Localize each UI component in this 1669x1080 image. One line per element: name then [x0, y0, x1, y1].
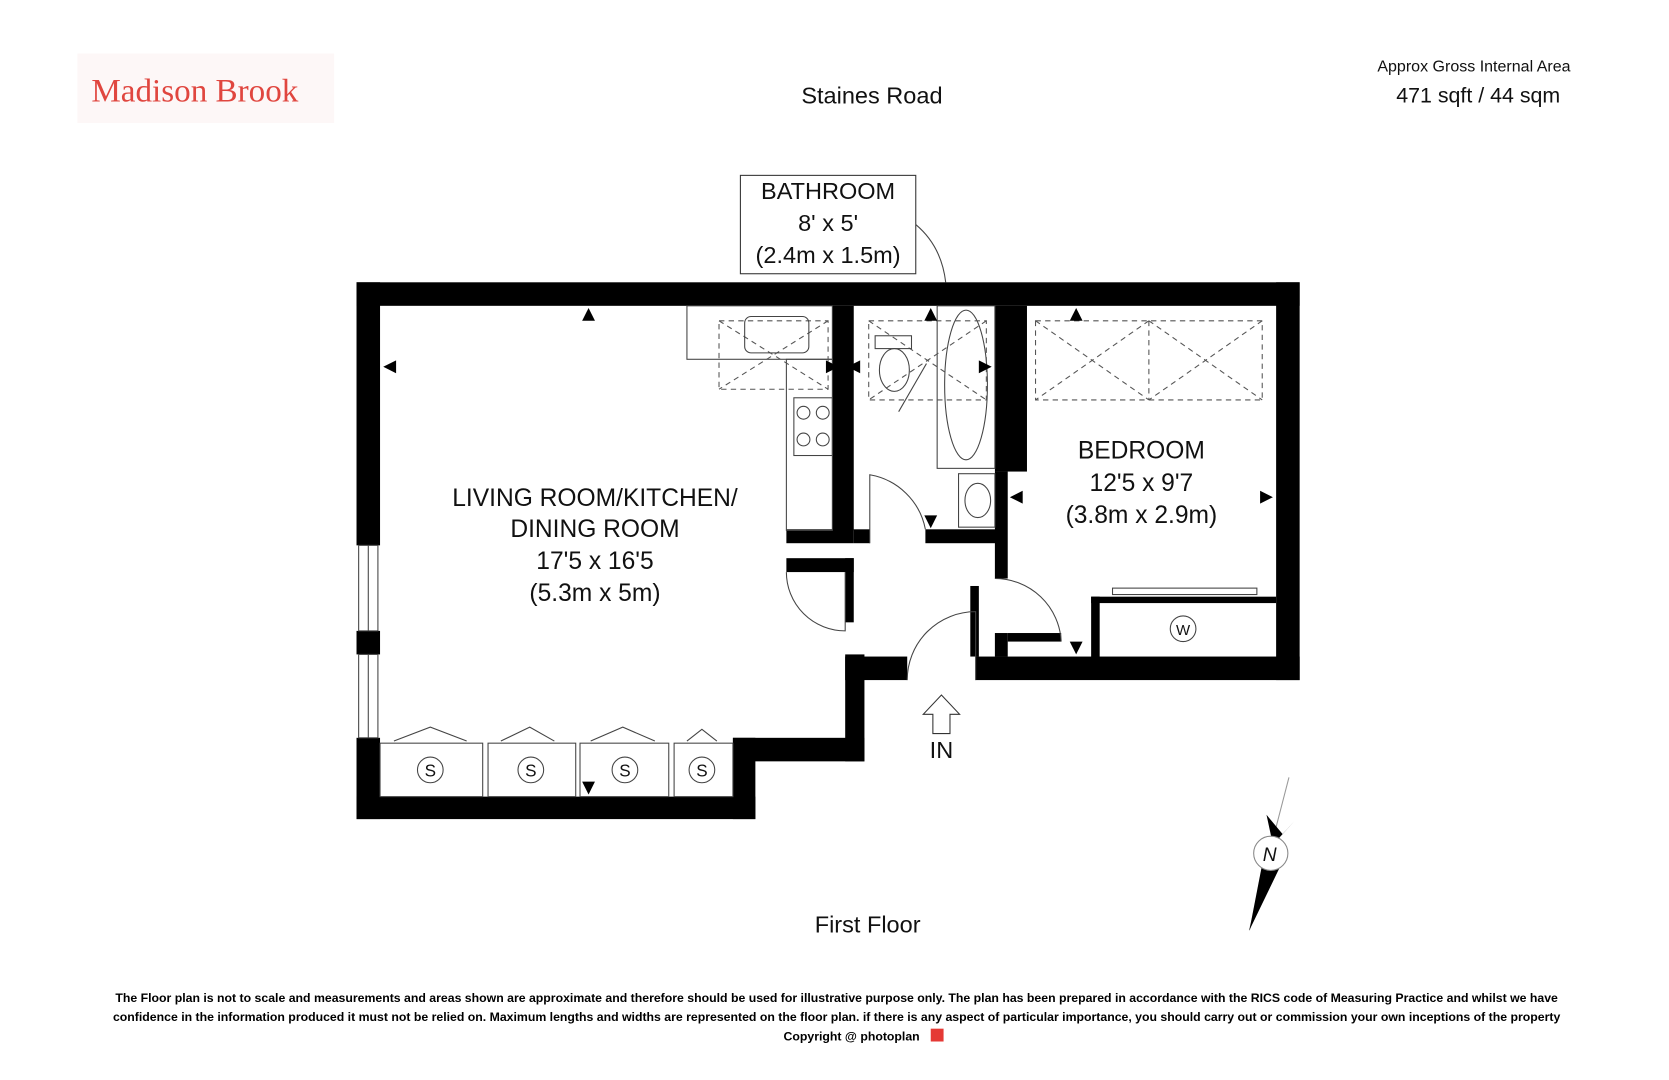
measurement-arrows — [383, 307, 1273, 795]
bathroom-imperial: 8' x 5' — [798, 210, 858, 236]
living-room-name-1: LIVING ROOM/KITCHEN/ — [452, 485, 738, 512]
bath-icon — [936, 305, 996, 469]
bedroom-name: BEDROOM — [1078, 438, 1205, 465]
storage-label: S — [525, 761, 536, 780]
living-room-metric: (5.3m x 5m) — [529, 580, 660, 607]
logo-background — [77, 53, 335, 123]
bathroom-name: BATHROOM — [761, 178, 895, 204]
address-title: Staines Road — [801, 83, 942, 109]
basin-icon — [958, 473, 996, 528]
disclaimer-line-1: The Floor plan is not to scale and measu… — [115, 991, 1558, 1005]
walls — [356, 282, 1300, 820]
wardrobe-rail — [1111, 587, 1258, 596]
windows — [358, 544, 379, 739]
storage-label: S — [425, 761, 436, 780]
bedroom-metric: (3.8m x 2.9m) — [1066, 502, 1218, 529]
logo: Madison Brook — [91, 73, 298, 110]
leader-line — [915, 224, 947, 283]
kitchen-units — [686, 305, 833, 531]
photoplan-logo-icon — [930, 1028, 944, 1042]
hob-icon — [793, 397, 833, 457]
living-room-name-2: DINING ROOM — [510, 516, 679, 543]
sink-icon — [744, 315, 810, 354]
storage-label: S — [619, 761, 630, 780]
area-value: 471 sqft / 44 sqm — [1396, 84, 1560, 108]
area-label: Approx Gross Internal Area — [1377, 58, 1570, 76]
copyright: Copyright @ photoplan — [784, 1029, 920, 1043]
floor-label: First Floor — [815, 911, 921, 937]
north-label: N — [1263, 845, 1277, 866]
bedroom-fittings: W — [1034, 320, 1263, 643]
disclaimer-line-2: confidence in the information produced i… — [113, 1010, 1561, 1024]
north-compass-icon: N — [1248, 777, 1295, 931]
bathroom-metric: (2.4m x 1.5m) — [756, 242, 901, 268]
entrance-label: IN — [930, 737, 954, 763]
bathroom-label-box — [739, 174, 917, 275]
storage-label: S — [696, 761, 707, 780]
living-room-imperial: 17'5 x 16'5 — [536, 548, 653, 575]
bedroom-imperial: 12'5 x 9'7 — [1090, 470, 1194, 497]
toilet-icon — [878, 348, 910, 392]
doors — [785, 363, 1062, 681]
wardrobe-icon — [1169, 615, 1197, 643]
storage-cupboards: S S S S — [379, 726, 734, 798]
bathroom-fittings — [868, 305, 996, 528]
wardrobe-label: W — [1176, 622, 1191, 639]
entrance-arrow-icon — [922, 694, 961, 735]
